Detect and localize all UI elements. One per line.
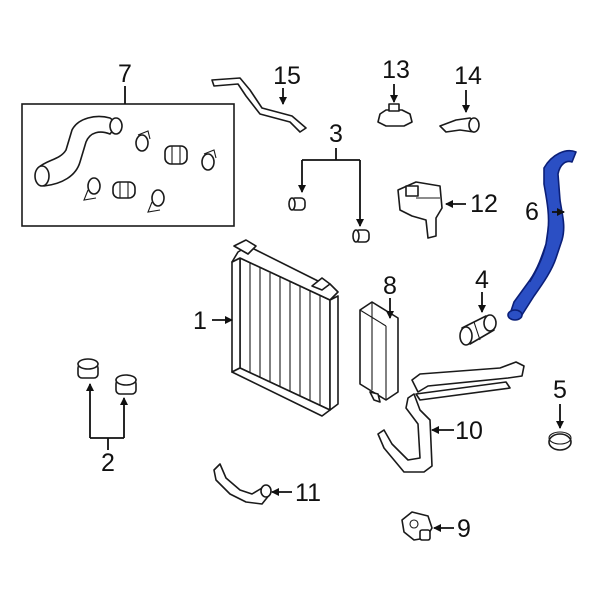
- callout-9: 9: [457, 515, 471, 543]
- callout-11: 11: [295, 479, 321, 507]
- callout-7: 7: [118, 60, 132, 88]
- callout-4: 4: [475, 266, 489, 294]
- part-12-bracket: [397, 181, 443, 239]
- part-15-hose: [211, 77, 307, 133]
- callout-6: 6: [525, 198, 539, 226]
- part-5-cap: [548, 431, 572, 451]
- part-9-housing: [401, 511, 433, 541]
- part-7-hose-kit: [21, 103, 235, 227]
- part-11-hose: [213, 463, 272, 505]
- part-8-bracket: [359, 301, 399, 403]
- part-10-pipes: [377, 361, 525, 473]
- callout-3: 3: [329, 120, 343, 148]
- part-4-coupler: [459, 314, 497, 346]
- callout-8: 8: [383, 272, 397, 300]
- part-2-mounts: [77, 358, 137, 395]
- callout-1: 1: [193, 307, 207, 335]
- callout-2: 2: [101, 449, 115, 477]
- callout-15: 15: [273, 62, 301, 90]
- callout-13: 13: [382, 56, 410, 84]
- leader-lines: [86, 84, 565, 532]
- part-1-radiator: [231, 239, 339, 417]
- callout-10: 10: [455, 417, 483, 445]
- part-13-cap: [377, 103, 413, 127]
- part-6-radiator-hose-highlighted: [507, 150, 577, 321]
- callout-14: 14: [454, 62, 482, 90]
- part-14-hose: [439, 117, 480, 133]
- callout-numbers: 7 15 3 13 14 12 6 1 8 4 5 10 2 11 9: [101, 56, 567, 543]
- callout-5: 5: [553, 376, 567, 404]
- part-3-bushings: [288, 197, 370, 243]
- callout-12: 12: [470, 190, 498, 218]
